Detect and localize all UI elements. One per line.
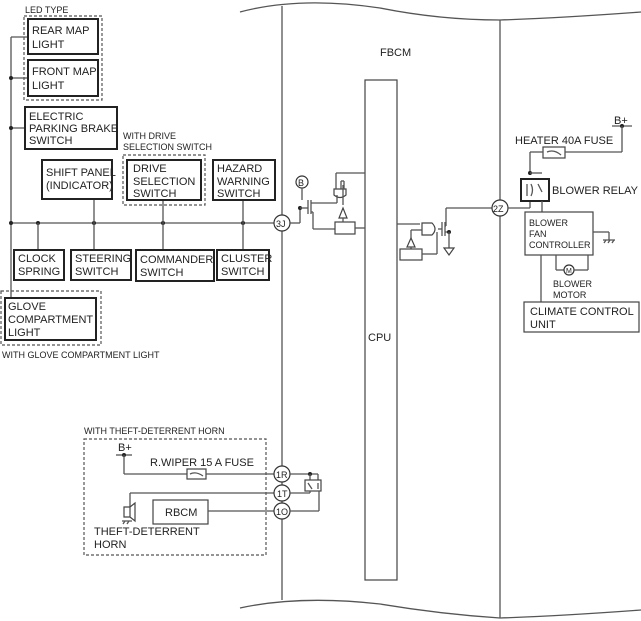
front-map-light: FRONT MAP LIGHT	[27, 59, 99, 97]
heater-fuse-label: HEATER 40A FUSE	[515, 135, 613, 147]
svg-text:SELECTION: SELECTION	[133, 176, 195, 188]
cpu-label: CPU	[368, 332, 391, 344]
ground-icon	[442, 247, 456, 257]
horn-icon	[123, 501, 136, 523]
fbcm-top-break	[239, 2, 641, 21]
svg-text:LIGHT: LIGHT	[8, 327, 41, 339]
svg-text:STEERING: STEERING	[75, 253, 131, 265]
svg-text:BLOWER: BLOWER	[529, 218, 569, 228]
svg-text:1R: 1R	[276, 470, 288, 480]
svg-text:GLOVE: GLOVE	[8, 301, 46, 313]
shift-panel-indicator: SHIFT PANEL (INDICATOR)	[41, 159, 116, 200]
svg-text:FRONT MAP: FRONT MAP	[32, 66, 97, 78]
glove-compartment-light: GLOVE COMPARTMENT LIGHT	[4, 297, 97, 341]
svg-text:SWITCH: SWITCH	[133, 188, 176, 200]
svg-text:B: B	[298, 178, 304, 188]
wiper-fuse-label: R.WIPER 15 A FUSE	[150, 457, 254, 469]
svg-text:LIGHT: LIGHT	[32, 39, 65, 51]
svg-text:CLIMATE CONTROL: CLIMATE CONTROL	[530, 306, 634, 318]
svg-text:DRIVE: DRIVE	[133, 163, 167, 175]
and-gate-output	[421, 222, 436, 236]
svg-text:UNIT: UNIT	[530, 319, 556, 331]
rear-map-light: REAR MAP LIGHT	[27, 18, 99, 55]
drive-selection-group	[122, 154, 206, 206]
theft-horn-label: THEFT-DETERRENT	[94, 526, 200, 538]
blower-relay-label: BLOWER RELAY	[552, 185, 639, 197]
svg-text:REAR MAP: REAR MAP	[32, 25, 89, 37]
svg-text:MOTOR: MOTOR	[553, 290, 587, 300]
clock-spring: CLOCK SPRING	[13, 249, 65, 281]
svg-text:3J: 3J	[276, 219, 286, 229]
svg-text:RBCM: RBCM	[165, 507, 197, 519]
svg-text:CONTROLLER: CONTROLLER	[529, 240, 591, 250]
with-glove-label: WITH GLOVE COMPARTMENT LIGHT	[2, 350, 160, 360]
glove-group	[0, 290, 102, 346]
blower-relay	[520, 178, 550, 202]
cpu-block	[364, 79, 398, 581]
svg-text:2Z: 2Z	[493, 204, 504, 214]
svg-text:PARKING BRAKE: PARKING BRAKE	[29, 123, 118, 135]
inverter-output	[406, 236, 416, 248]
chassis-ground-icon	[603, 239, 615, 244]
cluster-switch: CLUSTER SWITCH	[216, 249, 272, 281]
svg-text:(INDICATOR): (INDICATOR)	[46, 180, 113, 192]
rbcm-block: RBCM	[152, 499, 209, 525]
blower-motor-label: BLOWER	[553, 279, 593, 289]
bplus-label-top: B+	[614, 115, 628, 127]
svg-text:COMMANDER: COMMANDER	[140, 254, 213, 266]
input-buffer	[334, 221, 356, 235]
drive-selection-switch: DRIVE SELECTION SWITCH	[126, 159, 202, 201]
svg-text:SWITCH: SWITCH	[217, 188, 260, 200]
and-gate-input	[333, 188, 347, 199]
with-theft-label: WITH THEFT-DETERRENT HORN	[84, 426, 225, 436]
climate-control-unit: CLIMATE CONTROL UNIT	[523, 301, 640, 333]
steering-switch: STEERING SWITCH	[70, 249, 132, 281]
svg-text:HAZARD: HAZARD	[217, 163, 262, 175]
svg-text:SHIFT PANEL: SHIFT PANEL	[46, 167, 116, 179]
svg-text:SELECTION SWITCH: SELECTION SWITCH	[123, 142, 212, 152]
commander-switch: COMMANDER SWITCH	[135, 249, 215, 282]
led-type-group	[23, 15, 103, 101]
svg-text:FAN: FAN	[529, 229, 547, 239]
svg-text:SPRING: SPRING	[18, 266, 60, 278]
bplus-label-bottom: B+	[118, 442, 132, 454]
svg-text:HORN: HORN	[94, 539, 126, 551]
electric-parking-brake-switch: ELECTRIC PARKING BRAKE SWITCH	[24, 106, 118, 150]
svg-text:CLUSTER: CLUSTER	[221, 253, 272, 265]
svg-text:ELECTRIC: ELECTRIC	[29, 111, 83, 123]
output-buffer	[399, 248, 423, 261]
svg-text:1O: 1O	[276, 507, 288, 517]
svg-text:SWITCH: SWITCH	[221, 266, 264, 278]
hazard-warning-switch: HAZARD WARNING SWITCH	[212, 159, 276, 201]
svg-text:WARNING: WARNING	[217, 176, 270, 188]
fbcm-bottom-break	[239, 599, 641, 619]
r-wiper-15a-fuse	[186, 468, 207, 480]
svg-text:LIGHT: LIGHT	[32, 80, 65, 92]
svg-text:SWITCH: SWITCH	[140, 267, 183, 279]
blower-fan-controller: BLOWER FAN CONTROLLER	[524, 211, 594, 256]
svg-text:COMPARTMENT: COMPARTMENT	[8, 314, 93, 326]
svg-text:SWITCH: SWITCH	[75, 266, 118, 278]
svg-text:SWITCH: SWITCH	[29, 135, 72, 147]
svg-text:CLOCK: CLOCK	[18, 253, 57, 265]
svg-text:M: M	[566, 268, 572, 275]
fbcm-label: FBCM	[380, 47, 411, 59]
horn-relay	[304, 479, 322, 492]
led-type-label: LED TYPE	[25, 5, 68, 15]
theft-horn-group	[83, 438, 267, 556]
heater-40a-fuse	[542, 146, 566, 159]
with-drive-selection-label: WITH DRIVE	[123, 131, 176, 141]
svg-text:1T: 1T	[277, 489, 288, 499]
inverter-input	[338, 206, 348, 219]
